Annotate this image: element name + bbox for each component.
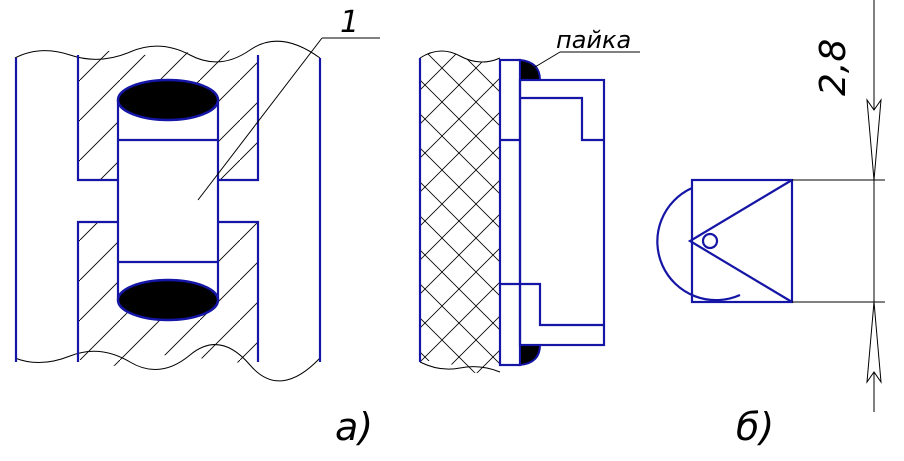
caption-a: а) (335, 405, 373, 449)
right-slot-profile (218, 55, 260, 182)
solder-label: пайка (556, 26, 631, 54)
dim-arrow-top (866, 98, 882, 181)
pivot-hole (701, 232, 719, 250)
solder-ellipse-top (116, 78, 220, 122)
arc-profile (656, 186, 741, 302)
figure-b-detail: 2,8 б) (656, 0, 885, 449)
component-step-top (520, 96, 604, 142)
dim-arrow-bottom (866, 301, 882, 384)
solder-ellipse-bottom (116, 278, 220, 322)
left-slot-profile (76, 55, 118, 182)
callout-number-1: 1 (340, 5, 359, 40)
crosshatched-board (420, 50, 500, 374)
mount-plate (498, 58, 522, 367)
break-line-top-a (14, 40, 321, 63)
dimension-value: 2,8 (813, 39, 854, 96)
component-body (518, 78, 606, 347)
solder-joint-bottom (519, 344, 542, 367)
callout-leader-1 (197, 37, 323, 201)
break-line-bottom-a (14, 344, 321, 382)
figure-b-assembly: пайка (418, 26, 640, 374)
component-step-bottom (520, 282, 604, 327)
caption-b: б) (736, 405, 774, 449)
detail-frame (690, 178, 794, 304)
figure-a: 1 а) (14, 5, 380, 449)
triangle-profile (687, 179, 793, 303)
